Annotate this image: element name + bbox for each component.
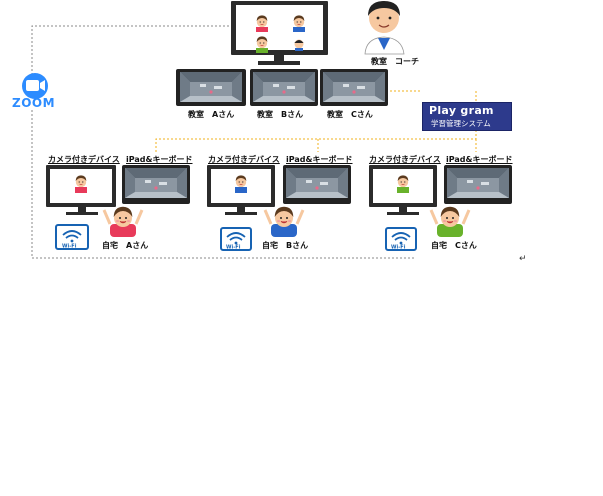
home-a-camera-monitor-icon bbox=[46, 165, 116, 215]
zoom-camera-icon bbox=[22, 73, 48, 99]
coach-label: 教室 コーチ bbox=[371, 57, 419, 66]
home-b-tablet-icon bbox=[283, 165, 351, 204]
home-c-camera-monitor-icon bbox=[369, 165, 437, 215]
home-a-student-label: 自宅 Aさん bbox=[102, 241, 149, 250]
home-c-wifi-icon: Wi-Fi bbox=[385, 227, 417, 251]
playgram-logo: Play gram 学習管理システム bbox=[422, 102, 512, 131]
home-c-tablet-icon bbox=[444, 165, 512, 204]
home-b-camera-label: カメラ付きデバイス bbox=[208, 155, 280, 164]
home-b-wifi-icon: Wi-Fi bbox=[220, 227, 252, 251]
classroom-label-c: 教室 Cさん bbox=[327, 110, 373, 119]
wifi-text-c: Wi-Fi bbox=[391, 245, 406, 251]
classroom-label-b: 教室 Bさん bbox=[257, 110, 304, 119]
home-c-student-icon bbox=[429, 206, 471, 237]
home-c-camera-label: カメラ付きデバイス bbox=[369, 155, 441, 164]
connection-lines bbox=[31, 25, 477, 259]
classroom-tablet-c-icon bbox=[320, 69, 388, 106]
home-c-ipad-label: iPad&キーボード bbox=[446, 155, 513, 164]
playgram-subtitle: 学習管理システム bbox=[431, 119, 491, 128]
classroom-label-a: 教室 Aさん bbox=[188, 110, 235, 119]
home-a-ipad-label: iPad&キーボード bbox=[126, 155, 193, 164]
coach-avatar-icon bbox=[364, 1, 405, 55]
zoom-label: ZOOM bbox=[12, 96, 56, 110]
home-a-wifi-icon: Wi-Fi bbox=[55, 224, 89, 250]
playgram-brand: Play gram bbox=[429, 104, 494, 117]
classroom-main-monitor-icon bbox=[231, 1, 328, 65]
home-b-student-label: 自宅 Bさん bbox=[262, 241, 309, 250]
home-b-student-icon bbox=[263, 206, 305, 237]
home-a-camera-label: カメラ付きデバイス bbox=[48, 155, 120, 164]
wifi-text-b: Wi-Fi bbox=[226, 245, 241, 251]
home-a-tablet-icon bbox=[122, 165, 190, 204]
return-mark: ↵ bbox=[519, 254, 527, 264]
home-b-ipad-label: iPad&キーボード bbox=[286, 155, 353, 164]
classroom-tablet-b-icon bbox=[250, 69, 318, 106]
home-b-camera-monitor-icon bbox=[207, 165, 275, 215]
home-a-student-icon bbox=[102, 206, 144, 237]
classroom-tablet-a-icon bbox=[176, 69, 246, 106]
home-c-student-label: 自宅 Cさん bbox=[431, 241, 477, 250]
wifi-text-a: Wi-Fi bbox=[62, 244, 77, 250]
